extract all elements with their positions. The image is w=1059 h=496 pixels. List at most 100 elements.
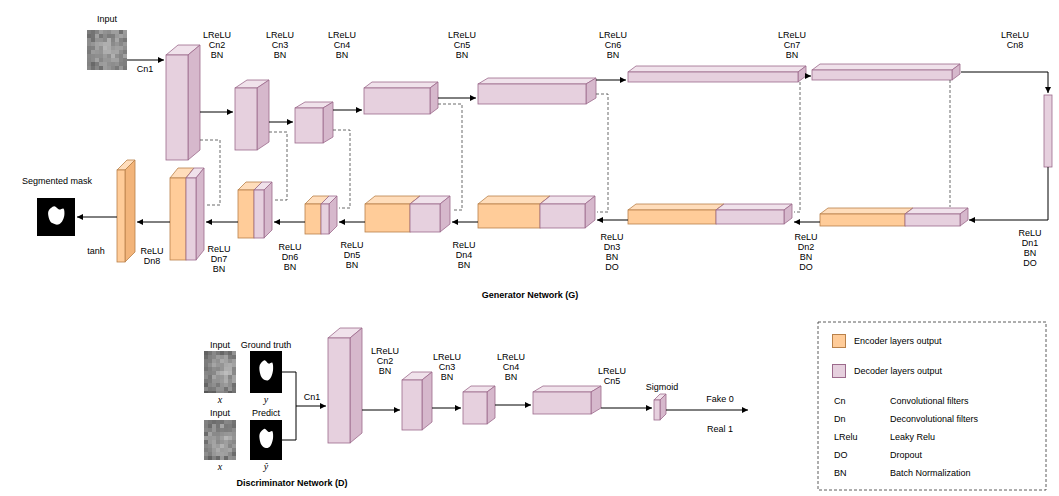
image-pixel [95,66,99,70]
mask-blob [259,429,273,448]
image-pixel [232,444,236,448]
image-pixel [224,367,228,371]
image-pixel [216,436,220,440]
legend-abbreviation: DO [834,450,848,460]
image-pixel [208,432,212,436]
image-pixel [216,444,220,448]
decoder-block [254,190,264,238]
image-pixel [107,38,111,42]
layer-label: LReLU Cn5 [598,366,626,386]
image-pixel [232,391,236,393]
image-pixel [224,444,228,448]
image-pixel [115,42,119,46]
image-pixel [111,62,115,66]
decoder-block [329,196,337,234]
image-pixel [232,452,236,456]
discriminator-block [533,386,601,392]
legend-abbreviation: BN [834,468,847,478]
encoder-block [235,88,257,150]
image-pixel [208,420,212,424]
image-pixel [212,432,216,436]
legend-text: Dropout [890,450,922,460]
image-pixel [208,440,212,444]
layer-label: ReLU Dn1 BN DO [1018,228,1041,268]
flow-arrow [333,110,362,111]
image-pixel [208,371,212,375]
encoder-block [188,45,200,160]
image-pixel [119,38,123,42]
image-pixel [228,448,232,452]
encoder-block [812,70,952,80]
image-pixel [204,367,208,371]
image-pixel [95,62,99,66]
image-pixel [224,432,228,436]
discriminator-block [328,338,350,443]
layer-label: ReLU Dn7 BN [207,244,230,274]
flow-arrow [961,72,1048,93]
image-pixel [208,456,212,460]
image-pixel [95,58,99,62]
image-pixel [208,383,212,387]
flow-arrow [601,408,652,409]
image-pixel [220,391,224,393]
image-pixel [204,383,208,387]
mask-image [250,351,282,393]
image-pixel [107,50,111,54]
mask-ground [37,198,75,236]
legend-abbreviation: Cn [834,396,846,406]
layer-label: LReLU Cn5 BN [448,30,476,60]
input-bracket [282,372,296,440]
flow-arrow [969,167,1048,220]
image-pixel [228,428,232,432]
flow-arrow [666,410,748,411]
image-pixel [204,351,208,355]
image-pixel [208,359,212,363]
image-pixel [232,448,236,452]
image-pixel [208,363,212,367]
image-pixel [212,444,216,448]
image-pixel [91,46,95,50]
flow-arrow [77,217,117,218]
image-pixel [212,387,216,391]
image-pixel [95,38,99,42]
image-pixel [216,355,220,359]
image-pixel [212,379,216,383]
image-pixel [220,444,224,448]
image-pixel [208,448,212,452]
image-pixel [212,456,216,460]
legend-text: Encoder layers output [854,336,942,346]
image-pixel [204,363,208,367]
mask-image [250,420,282,460]
image-pixel [95,30,99,34]
image-pixel [232,432,236,436]
image-pixel [111,58,115,62]
image-label: Input [210,408,230,418]
image-pixel [87,30,91,34]
image-pixel [224,448,228,452]
image-pixel [232,383,236,387]
network-caption: Discriminator Network (D) [236,478,347,488]
image-pixel [232,367,236,371]
decoder-block [784,204,792,224]
legend-text: Deconvolutional filters [890,414,978,424]
decoder-block [410,204,440,232]
image-pixel [208,391,212,393]
flow-arrow [794,222,820,223]
image-pixel [91,66,95,70]
image-pixel [111,42,115,46]
encoder-block [478,78,596,84]
discriminator-block [660,394,666,420]
image-pixel [107,46,111,50]
legend-box [818,322,1046,490]
encoder-block [364,88,430,114]
legend-abbreviation: LRelu [834,432,858,442]
image-pixel [204,359,208,363]
decoder-block [321,204,329,234]
image-pixel [111,50,115,54]
image-pixel [224,436,228,440]
encoder-block [295,108,323,143]
layer-label: LReLU Cn4 BN [497,352,525,382]
decoder-block [440,196,450,232]
image-pixel [224,440,228,444]
image-pixel [228,383,232,387]
